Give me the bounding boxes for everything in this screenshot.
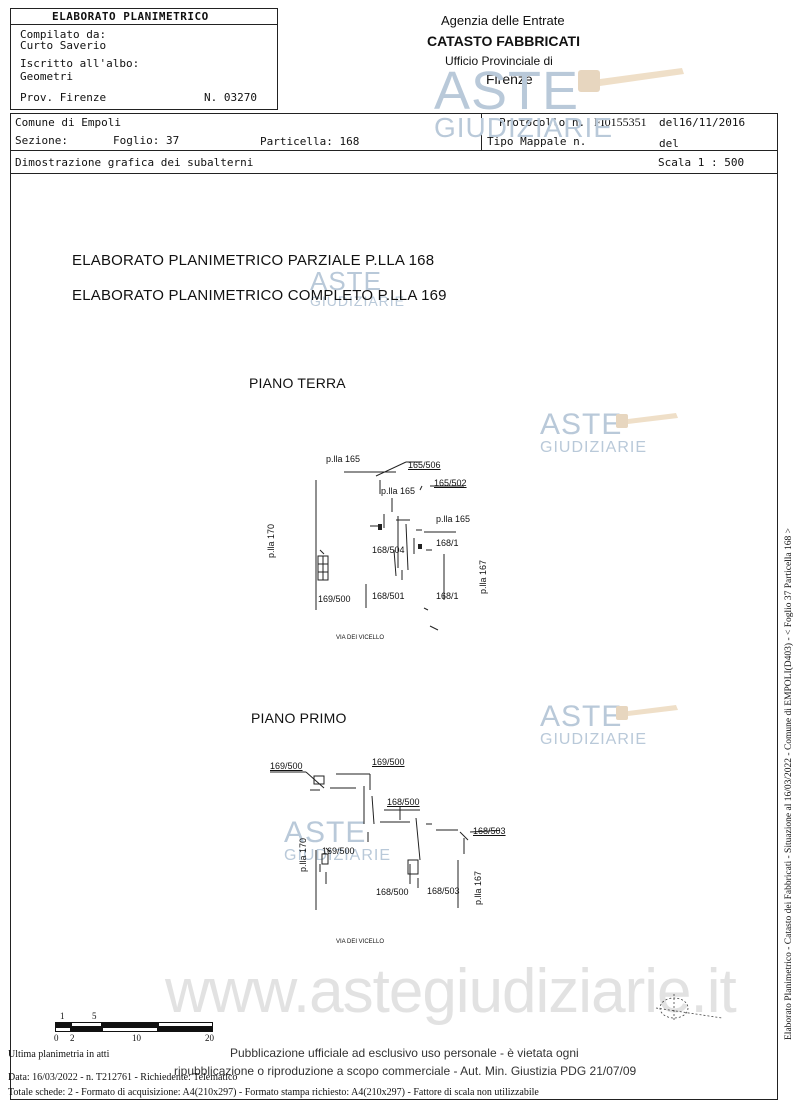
piano-terra-title: PIANO TERRA [249, 375, 346, 391]
watermark-right-2: ASTE GIUDIZIARIE [540, 700, 648, 748]
foglio: Foglio: 37 [113, 134, 180, 147]
primo-street: VIA DEI VICELLO [336, 939, 385, 945]
terra-label-2: 165/506 [408, 460, 441, 470]
terra-label-3: p.lla 165 [381, 486, 416, 496]
piano-primo-title: PIANO PRIMO [251, 710, 347, 726]
terra-label-10: 169/500 [318, 594, 351, 604]
frame-left [10, 173, 11, 1100]
primo-label-2: 169/500 [372, 757, 405, 767]
terra-label-11: 168/501 [372, 591, 405, 601]
frame-bottom [10, 1099, 778, 1100]
terra-label-1: p.lla 165 [326, 454, 361, 464]
terra-label-4: 165/502 [434, 478, 467, 488]
sezione-label: Sezione: [15, 134, 68, 147]
agency-line1: Agenzia delle Entrate [441, 13, 565, 28]
watermark-header: ASTE GIUDIZIARIE [434, 61, 614, 143]
terra-label-5: p.lla 165 [436, 514, 471, 524]
north-arrow-icon [655, 994, 723, 1022]
primo-label-5: p.lla 170 [298, 837, 308, 872]
info-right-edge [777, 113, 778, 175]
primo-label-4: 168/503 [473, 826, 506, 836]
drawing-title-2: ELABORATO PLANIMETRICO COMPLETO P.LLA 16… [72, 287, 447, 304]
scale-bottom-10: 10 [132, 1033, 141, 1043]
watermark-right-1: ASTE GIUDIZIARIE [540, 408, 648, 456]
agency-line4: Firenze [486, 71, 533, 87]
scale-bottom-20: 20 [205, 1033, 214, 1043]
primo-label-9: 168/503 [427, 886, 460, 896]
terra-label-12: 168/1 [436, 591, 459, 601]
terra-label-6: p.lla 170 [266, 523, 276, 558]
scale-bottom-0: 0 [54, 1033, 59, 1043]
protocollo-value: FI0155351 [594, 115, 647, 129]
scale-top-5: 5 [92, 1011, 97, 1021]
gavel-icon-3 [616, 705, 678, 720]
gavel-icon [578, 68, 684, 92]
prov: Prov. Firenze [20, 91, 107, 104]
piano-terra-plan [315, 461, 464, 631]
numero: N. 03270 [204, 91, 257, 104]
primo-label-3: 168/500 [387, 797, 420, 807]
tipo-del: del [659, 137, 679, 150]
primo-label-7: p.lla 167 [473, 870, 483, 905]
iscritto-value: Geometri [20, 70, 73, 83]
header-left-box [10, 8, 278, 110]
pubblicazione-line2: ripubblicazione o riproduzione a scopo c… [174, 1064, 637, 1078]
protocollo-divider [481, 113, 482, 150]
tipo-mappale: Tipo Mappale n. [487, 135, 587, 148]
footer-totale: Totale schede: 2 - Formato di acquisizio… [8, 1087, 539, 1098]
comune: Comune di Empoli [15, 116, 121, 129]
terra-label-7: 168/504 [372, 545, 405, 555]
iscritto-label: Iscritto all'albo: [20, 57, 140, 70]
info-left-edge [10, 113, 11, 175]
info-mid-line [10, 150, 778, 151]
side-caption: Elaborato Planimetrico - Catasto dei Fab… [784, 527, 794, 1040]
particella: Particella: 168 [260, 135, 360, 148]
gavel-icon-2 [616, 413, 678, 428]
drawing-title-1: ELABORATO PLANIMETRICO PARZIALE P.LLA 16… [72, 252, 435, 269]
info-top-line [10, 113, 778, 114]
compilato-label: Compilato da: [20, 28, 107, 41]
watermark-site: www.astegiudiziarie.it [165, 957, 737, 1026]
watermark-title: ASTE GIUDIZIARIE [310, 266, 406, 309]
scale-bottom-2: 2 [70, 1033, 75, 1043]
terra-label-9: p.lla 167 [478, 559, 488, 594]
agency-line3: Ufficio Provinciale di [445, 54, 553, 68]
scala: Scala 1 : 500 [658, 156, 745, 169]
watermark-primo: ASTE GIUDIZIARIE [284, 816, 392, 864]
terra-label-8: 168/1 [436, 538, 459, 548]
compilato-name: Curto Saverio [20, 39, 107, 52]
header-title-divider [10, 24, 278, 25]
primo-label-8: 168/500 [376, 887, 409, 897]
header-title: ELABORATO PLANIMETRICO [52, 10, 209, 23]
primo-label-1: 169/500 [270, 761, 303, 771]
ultima-planimetria: Ultima planimetria in atti [8, 1049, 110, 1060]
footer-data: Data: 16/03/2022 - n. T212761 - Richiede… [8, 1072, 238, 1083]
piano-primo-plan [270, 771, 500, 910]
protocollo-label: Protocollo n. [499, 116, 586, 129]
info-bottom-line [10, 173, 778, 174]
pubblicazione-line1: Pubblicazione ufficiale ad esclusivo uso… [230, 1046, 579, 1060]
dimostrazione: Dimostrazione grafica dei subalterni [15, 156, 254, 169]
primo-label-6: 169/500 [322, 846, 355, 856]
frame-right [777, 173, 778, 1100]
agency-line2: CATASTO FABBRICATI [427, 33, 580, 49]
protocollo-del: del16/11/2016 [659, 116, 746, 129]
terra-street: VIA DEI VICELLO [336, 635, 385, 641]
scale-top-1: 1 [60, 1011, 65, 1021]
